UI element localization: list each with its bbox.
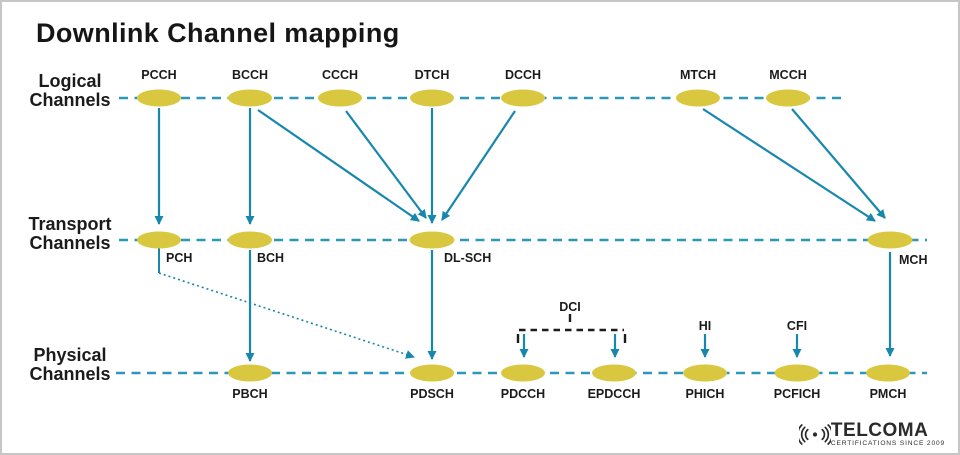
node-mcch bbox=[766, 89, 810, 107]
node-bcch bbox=[228, 89, 272, 107]
label-pch: PCH bbox=[166, 251, 193, 265]
node-mtch bbox=[676, 89, 720, 107]
row-label-physical: Physical Channels bbox=[29, 345, 111, 384]
label-mch: MCH bbox=[899, 253, 928, 267]
dci-bracket bbox=[516, 314, 627, 343]
node-dtch bbox=[410, 89, 454, 107]
edge-bcch-dlsch bbox=[257, 109, 420, 222]
node-phich bbox=[683, 364, 727, 382]
node-mch bbox=[867, 231, 913, 249]
label-phich: PHICH bbox=[685, 387, 725, 401]
edge-mtch-mch bbox=[702, 108, 876, 222]
label-mcch: MCCH bbox=[769, 68, 807, 82]
logo-name: TELCOMA bbox=[830, 420, 929, 442]
logo-tagline: CERTIFICATIONS SINCE 2009 bbox=[830, 440, 945, 448]
label-pdsch: PDSCH bbox=[410, 387, 454, 401]
label-pdcch: PDCCH bbox=[500, 387, 546, 401]
label-epdcch: EPDCCH bbox=[587, 387, 641, 401]
node-epdcch bbox=[592, 364, 636, 382]
label-dlsch: DL-SCH bbox=[444, 251, 492, 265]
label-dcch: DCCH bbox=[504, 68, 542, 82]
edge-dcch-dlsch bbox=[441, 110, 516, 221]
row-label-transport: Transport Channels bbox=[28, 214, 112, 253]
label-dci: DCI bbox=[559, 300, 581, 314]
label-ccch: CCCH bbox=[321, 68, 359, 82]
node-dcch bbox=[501, 89, 545, 107]
label-pcfich: PCFICH bbox=[773, 387, 821, 401]
label-hi: HI bbox=[698, 319, 712, 333]
node-pdsch bbox=[410, 364, 454, 382]
telcoma-logo: TELCOMA CERTIFICATIONS SINCE 2009 bbox=[798, 420, 945, 448]
node-ccch bbox=[318, 89, 362, 107]
edge-mcch-mch bbox=[791, 108, 886, 219]
label-mtch: MTCH bbox=[679, 68, 717, 82]
node-pcfich bbox=[774, 364, 820, 382]
row-label-logical: Logical Channels bbox=[29, 71, 111, 110]
label-pbch: PBCH bbox=[232, 387, 268, 401]
label-cfi: CFI bbox=[786, 319, 808, 333]
label-dtch: DTCH bbox=[414, 68, 450, 82]
node-pbch bbox=[228, 364, 272, 382]
page-title: Downlink Channel mapping bbox=[36, 18, 400, 48]
edge-ccch-dlsch bbox=[345, 110, 427, 219]
node-bch bbox=[228, 231, 272, 249]
label-pcch: PCCH bbox=[141, 68, 177, 82]
node-pdcch bbox=[501, 364, 545, 382]
label-bcch: BCCH bbox=[231, 68, 269, 82]
node-dlsch bbox=[409, 231, 455, 249]
label-pmch: PMCH bbox=[869, 387, 907, 401]
node-pmch bbox=[866, 364, 910, 382]
radio-waves-icon bbox=[798, 424, 831, 446]
edge-pch-pdsch-dotted bbox=[158, 272, 415, 359]
node-pcch bbox=[137, 89, 181, 107]
label-bch: BCH bbox=[257, 251, 285, 265]
node-pch bbox=[137, 231, 181, 249]
